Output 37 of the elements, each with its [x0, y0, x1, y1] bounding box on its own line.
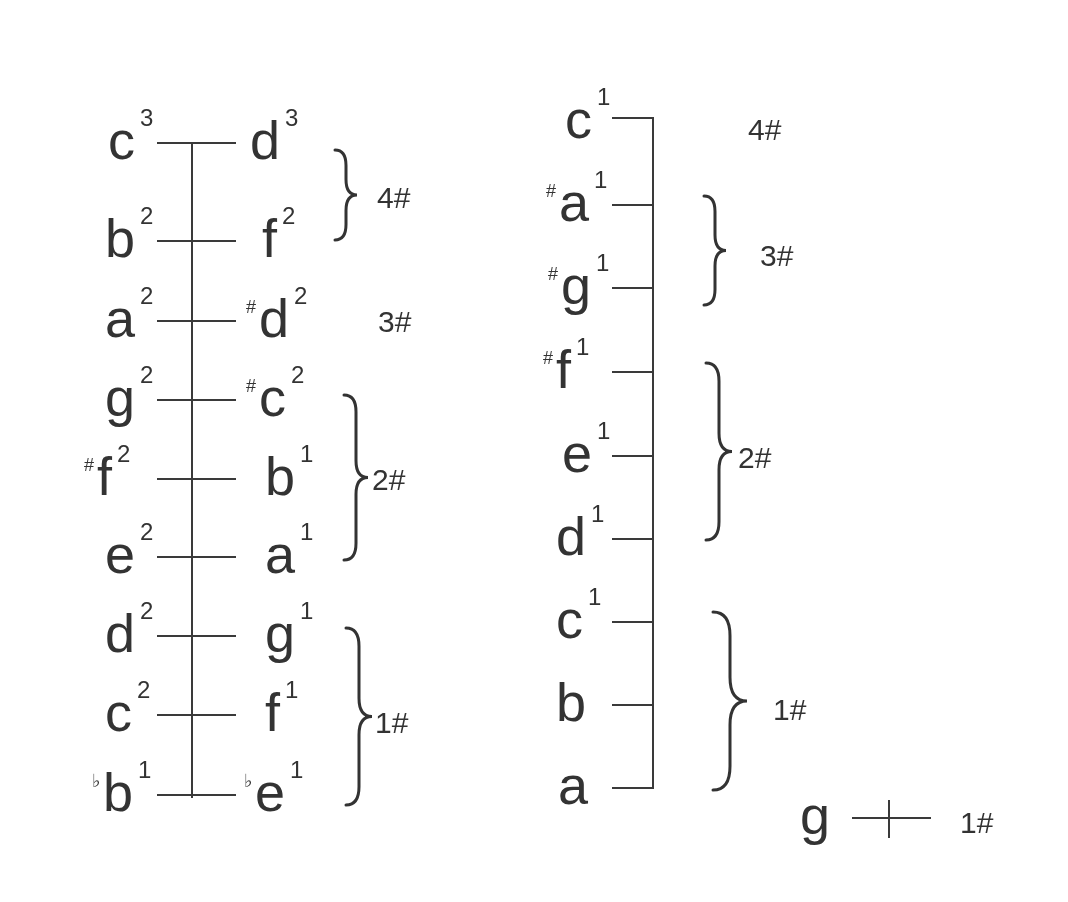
- sharps-count-label: 3#: [760, 241, 794, 271]
- note-label: g$^{2}$: [105, 360, 154, 428]
- sharps-count-label: 1#: [375, 708, 409, 738]
- note-label: c$^{2}$: [105, 675, 151, 743]
- sharps-count-label: 3#: [378, 307, 412, 337]
- sharps-count-label: 1#: [960, 808, 994, 838]
- sharps-count-label: 2#: [738, 443, 772, 473]
- note-label: f$^{2}$: [262, 201, 296, 269]
- note-label: a$^{2}$: [105, 281, 154, 349]
- note-label: e$^{2}$: [105, 517, 154, 585]
- note-label: e$^{1}$: [562, 416, 611, 484]
- note-label: b$^{1}$: [265, 439, 314, 507]
- note-label: b: [556, 671, 587, 733]
- sharps-count-label: 1#: [773, 695, 807, 725]
- note-label: $^{#}$f$^{1}$: [543, 332, 590, 400]
- note-label: $^{#}$f$^{2}$: [84, 439, 131, 507]
- note-label: $^{#}$c$^{2}$: [246, 360, 305, 428]
- note-label: c$^{1}$: [565, 82, 611, 150]
- note-label: $^{♭}$b$^{1}$: [92, 755, 152, 823]
- sharps-count-label: 4#: [748, 115, 782, 145]
- note-label: g: [800, 784, 831, 846]
- sharps-count-label: 2#: [372, 465, 406, 495]
- note-label: g$^{1}$: [265, 596, 314, 664]
- note-label: a$^{1}$: [265, 517, 314, 585]
- note-label: $^{♭}$e$^{1}$: [244, 755, 304, 823]
- note-label: d$^{3}$: [250, 103, 299, 171]
- note-label: d$^{1}$: [556, 499, 605, 567]
- note-label: d$^{2}$: [105, 596, 154, 664]
- note-label: $^{#}$g$^{1}$: [548, 248, 610, 316]
- note-label: c$^{1}$: [556, 582, 602, 650]
- note-label: a: [558, 754, 589, 816]
- note-label: $^{#}$a$^{1}$: [546, 165, 608, 233]
- note-label: $^{#}$d$^{2}$: [246, 281, 308, 349]
- note-label: b$^{2}$: [105, 201, 154, 269]
- sharps-count-label: 4#: [377, 183, 411, 213]
- note-label: c$^{3}$: [108, 103, 154, 171]
- note-label: f$^{1}$: [265, 675, 299, 743]
